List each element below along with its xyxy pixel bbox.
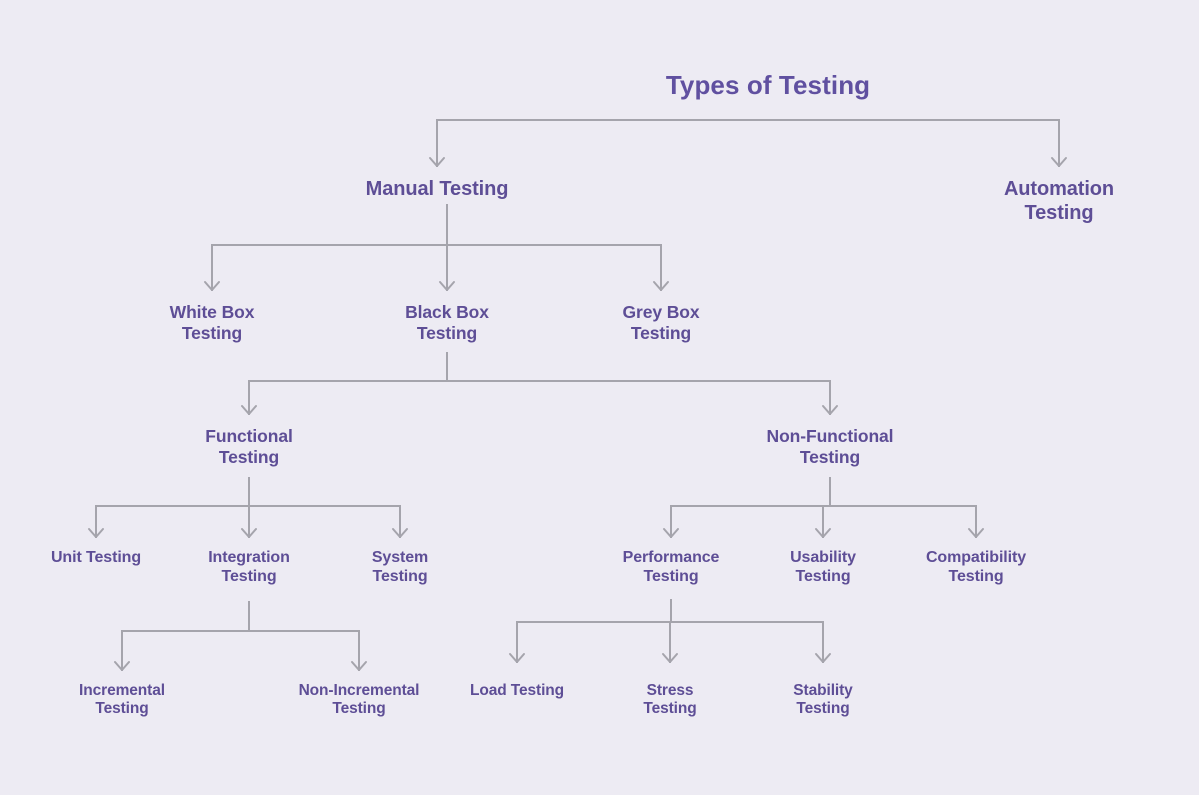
- node-compatibility: Compatibility Testing: [925, 549, 1027, 585]
- node-incremental: Incremental Testing: [79, 682, 165, 718]
- node-functional: Functional Testing: [205, 426, 293, 467]
- connector-blackbox-to-functional-split: [241, 352, 838, 415]
- connector-nonfunctional-to-children: [663, 477, 984, 538]
- node-nonincr: Non-Incremental Testing: [298, 682, 420, 718]
- page-title: Types of Testing: [665, 70, 871, 100]
- node-unit: Unit Testing: [50, 549, 142, 566]
- connector-title-to-level1: [429, 119, 1067, 167]
- node-stress: Stress Testing: [643, 682, 697, 718]
- connector-performance-to-children: [509, 599, 831, 663]
- node-system: System Testing: [371, 549, 429, 585]
- node-greybox: Grey Box Testing: [622, 302, 700, 343]
- node-blackbox: Black Box Testing: [405, 302, 489, 343]
- connector-manual-to-boxtypes: [204, 204, 669, 291]
- node-integration: Integration Testing: [208, 549, 290, 585]
- node-load: Load Testing: [469, 682, 565, 699]
- node-usability: Usability Testing: [790, 549, 856, 585]
- node-automation: Automation Testing: [1003, 178, 1115, 224]
- node-performance: Performance Testing: [622, 549, 720, 585]
- connector-functional-to-children: [88, 477, 408, 538]
- node-stability: Stability Testing: [793, 682, 853, 718]
- connector-integration-to-children: [114, 601, 367, 671]
- node-nonfunctional: Non-Functional Testing: [766, 426, 894, 467]
- node-whitebox: White Box Testing: [169, 302, 255, 343]
- node-manual: Manual Testing: [365, 178, 509, 200]
